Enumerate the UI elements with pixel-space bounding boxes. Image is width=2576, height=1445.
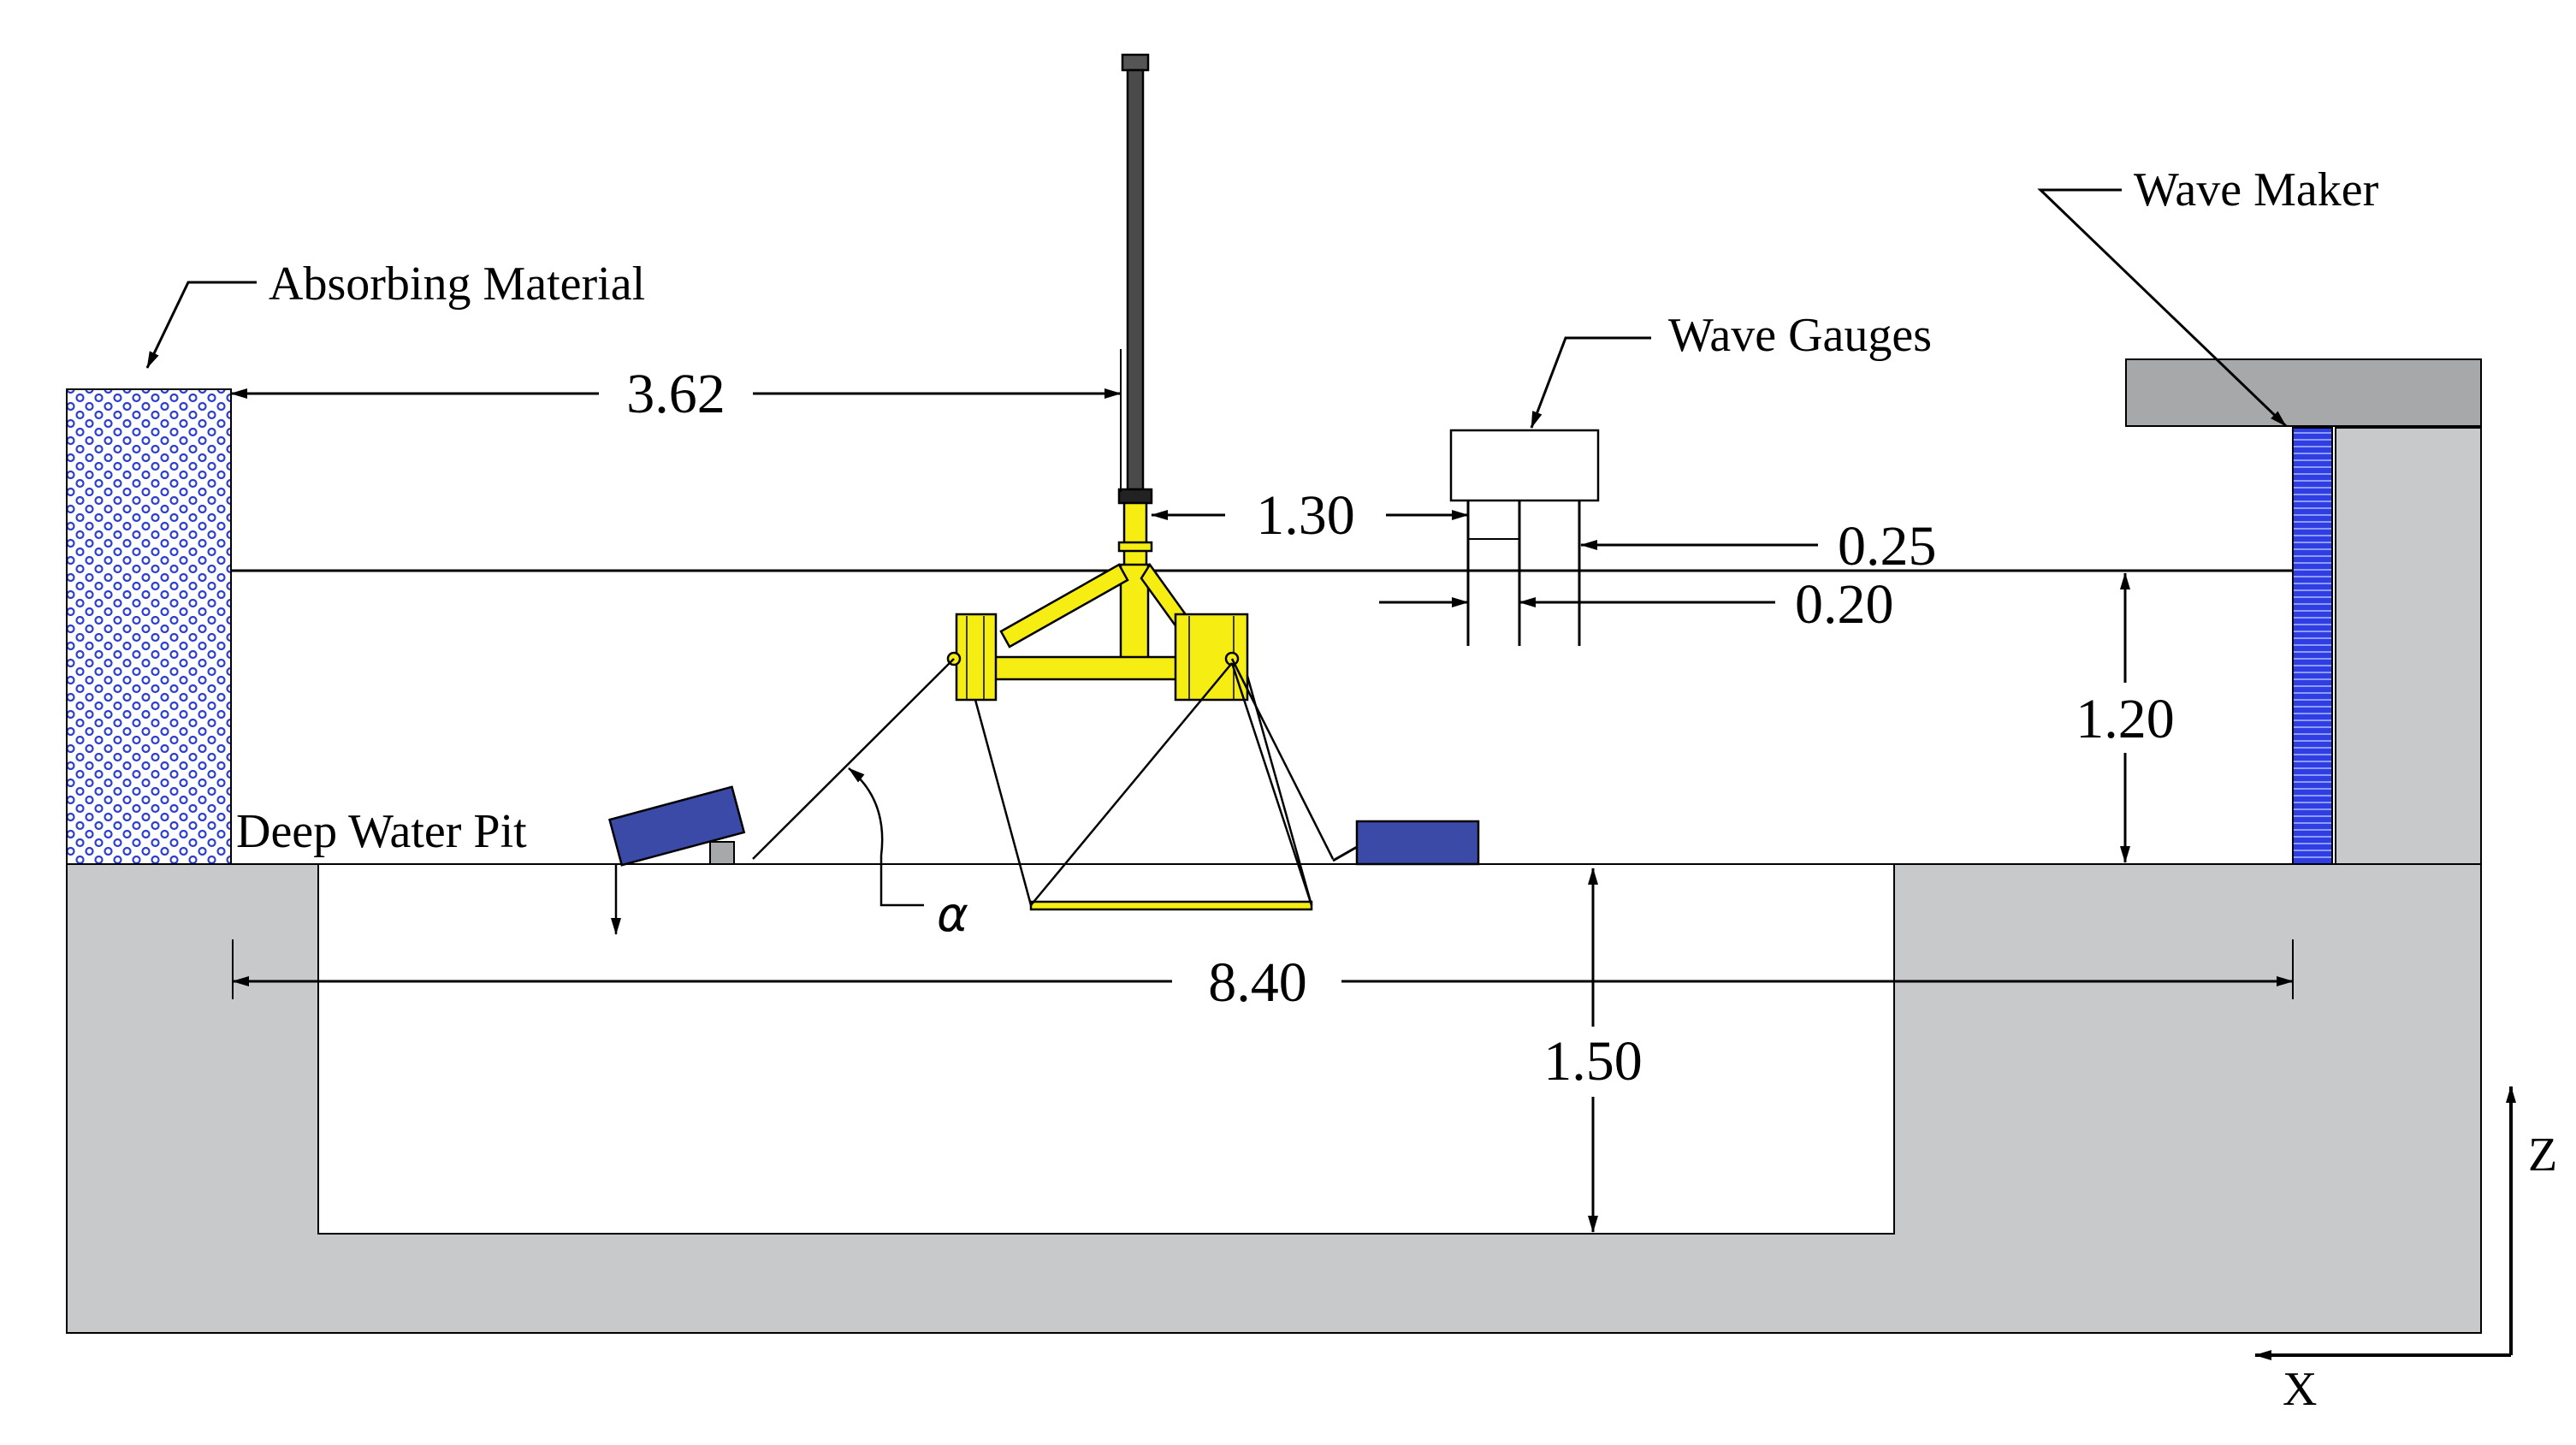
dimension-0-25: 0.25	[1838, 515, 1937, 577]
heave-plate	[1029, 900, 1313, 911]
deep-water-pit-label: Deep Water Pit	[236, 805, 527, 858]
gauge-frame	[1449, 429, 1600, 502]
wave-maker-wall	[2335, 427, 2482, 865]
wave-maker-paddle	[2292, 427, 2333, 865]
dimension-1-50: 1.50	[1543, 1030, 1643, 1093]
tower-flange	[1117, 488, 1153, 505]
left-column	[955, 613, 998, 702]
absorbing-material-label: Absorbing Material	[269, 258, 645, 311]
tower	[1126, 68, 1145, 491]
x-axis-label: X	[2283, 1363, 2317, 1416]
wave-maker-cap	[2125, 358, 2482, 427]
dimension-1-30: 1.30	[1256, 484, 1355, 547]
deep-water-pit	[317, 863, 1895, 1235]
dimension-8-40: 8.40	[1208, 951, 1307, 1014]
left-anchor-block	[608, 785, 746, 867]
floating-platform	[946, 53, 1313, 911]
alpha-label: α	[937, 887, 968, 943]
z-axis-label: Z	[2528, 1128, 2557, 1181]
left-brace	[999, 563, 1129, 648]
pontoon-bar	[991, 655, 1191, 681]
wave-gauges	[1449, 429, 1600, 646]
dimension-3-62: 3.62	[626, 363, 725, 425]
right-anchor-block	[1355, 820, 1480, 866]
left-anchor-base	[709, 841, 735, 865]
wave-gauges-label: Wave Gauges	[1668, 309, 1932, 362]
dimension-0-20: 0.20	[1795, 573, 1894, 636]
tower-cap	[1121, 53, 1150, 72]
absorbing-material-block	[66, 388, 232, 865]
axes	[2254, 1086, 2516, 1360]
mooring-lines	[752, 658, 1335, 906]
wave-maker-label: Wave Maker	[2134, 163, 2379, 216]
dimension-1-20: 1.20	[2076, 688, 2175, 750]
upper-column	[1122, 501, 1148, 573]
column-ring	[1117, 541, 1153, 553]
